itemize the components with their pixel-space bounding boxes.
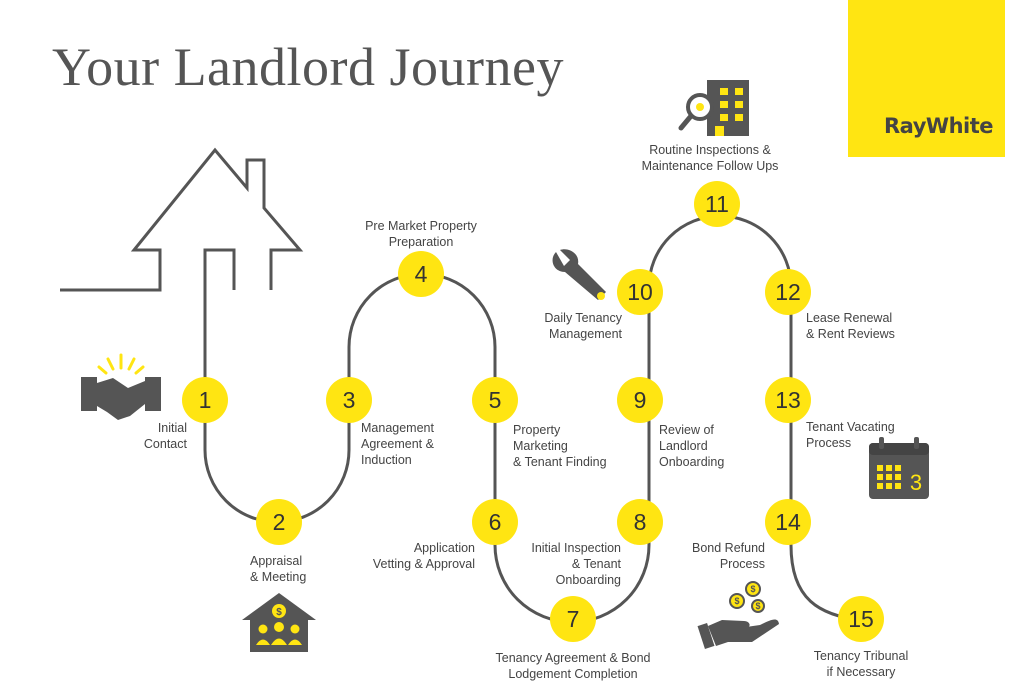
step-9-number: 9 (634, 387, 647, 413)
step-6-circle (472, 499, 518, 545)
step-5-node: 5 (472, 377, 518, 423)
brand-logo: RayWhite (884, 114, 993, 138)
step-11-node: 11 (694, 181, 740, 227)
step-8-node: 8 (617, 499, 663, 545)
step-9-node: 9 (617, 377, 663, 423)
step-3-node: 3 (326, 377, 372, 423)
step-7-node: 7 (550, 596, 596, 642)
step-10-number: 10 (627, 279, 653, 305)
svg-text:$: $ (755, 601, 760, 611)
step-14-number: 14 (775, 509, 801, 535)
step-12-label: Lease Renewal& Rent Reviews (806, 311, 895, 341)
step-8-number: 8 (634, 509, 647, 535)
journey-path (203, 214, 861, 624)
house-with-people-icon: $ (242, 593, 316, 652)
step-7-circle (550, 596, 596, 642)
step-4-node: 4 (398, 251, 444, 297)
step-11-number: 11 (705, 191, 729, 217)
step-11-circle (694, 181, 740, 227)
step-4-circle (398, 251, 444, 297)
step-8-circle (617, 499, 663, 545)
step-2-number: 2 (273, 509, 286, 535)
step-7-number: 7 (567, 606, 580, 632)
step-10-circle (617, 269, 663, 315)
wrench-icon (552, 249, 606, 300)
step-5-circle (472, 377, 518, 423)
step-3-number: 3 (343, 387, 356, 413)
step-13-node: 13 (765, 377, 811, 423)
page-title: Your Landlord Journey (52, 37, 564, 97)
step-9-circle (617, 377, 663, 423)
svg-text:$: $ (276, 607, 282, 618)
step-1-node: 1 (182, 377, 228, 423)
step-1-number: 1 (199, 387, 212, 413)
step-13-number: 13 (775, 387, 801, 413)
step-6-number: 6 (489, 509, 502, 535)
hand-coins-icon: $$$ (697, 581, 779, 649)
svg-text:$: $ (734, 596, 739, 606)
step-2-circle (256, 499, 302, 545)
step-4-number: 4 (415, 261, 428, 287)
calendar-day-label: 3 (910, 470, 922, 495)
calendar-icon: 3 (869, 437, 929, 499)
step-12-number: 12 (775, 279, 801, 305)
step-5-number: 5 (489, 387, 502, 413)
svg-text:$: $ (750, 584, 755, 594)
step-11-label: Routine Inspections &Maintenance Follow … (641, 143, 779, 173)
step-2-node: 2 (256, 499, 302, 545)
step-6-node: 6 (472, 499, 518, 545)
step-1-circle (182, 377, 228, 423)
step-2-label: Appraisal& Meeting (250, 554, 307, 584)
step-15-node: 15 (838, 596, 884, 642)
step-12-node: 12 (765, 269, 811, 315)
step-13-circle (765, 377, 811, 423)
step-10-node: 10 (617, 269, 663, 315)
house-outline-icon (60, 147, 304, 370)
step-12-circle (765, 269, 811, 315)
step-3-circle (326, 377, 372, 423)
step-14-circle (765, 499, 811, 545)
brand-logo-panel: RayWhite (848, 0, 1005, 157)
handshake-icon (81, 353, 161, 420)
step-15-circle (838, 596, 884, 642)
step-14-node: 14 (765, 499, 811, 545)
building-magnifier-icon (678, 80, 749, 136)
step-15-number: 15 (848, 606, 874, 632)
